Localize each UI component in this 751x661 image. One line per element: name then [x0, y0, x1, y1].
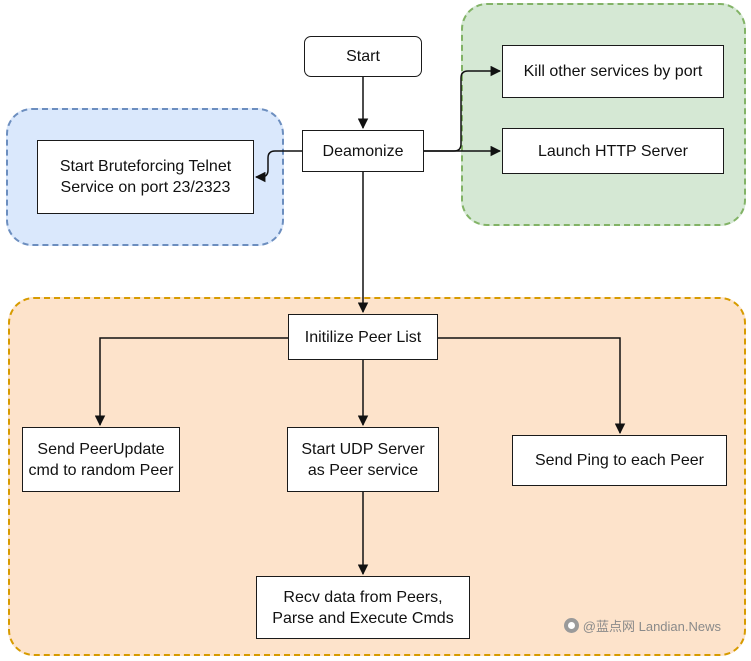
node-launch-http: Launch HTTP Server [502, 128, 724, 174]
http-group [461, 3, 746, 226]
node-recv-data: Recv data from Peers, Parse and Execute … [256, 576, 470, 639]
node-kill-services: Kill other services by port [502, 45, 724, 98]
watermark-text: @蓝点网 Landian.News [582, 619, 721, 634]
node-send-peerupdate: Send PeerUpdate cmd to random Peer [22, 427, 180, 492]
watermark: @蓝点网 Landian.News [563, 616, 721, 635]
edge-init-peer-list-to-send-ping [438, 337, 626, 435]
node-start: Start [304, 36, 422, 77]
landian-logo-icon [563, 618, 579, 633]
node-start-udp: Start UDP Server as Peer service [287, 427, 439, 492]
edge-deamonize-to-bruteforce-telnet [254, 150, 302, 183]
node-send-ping: Send Ping to each Peer [512, 435, 727, 486]
node-deamonize: Deamonize [302, 130, 424, 172]
edge-init-peer-list-to-send-peerupdate [94, 337, 288, 427]
node-bruteforce-telnet: Start Bruteforcing Telnet Service on por… [37, 140, 254, 214]
node-init-peer-list: Initilize Peer List [288, 314, 438, 360]
edge-deamonize-to-kill-services [424, 65, 502, 152]
